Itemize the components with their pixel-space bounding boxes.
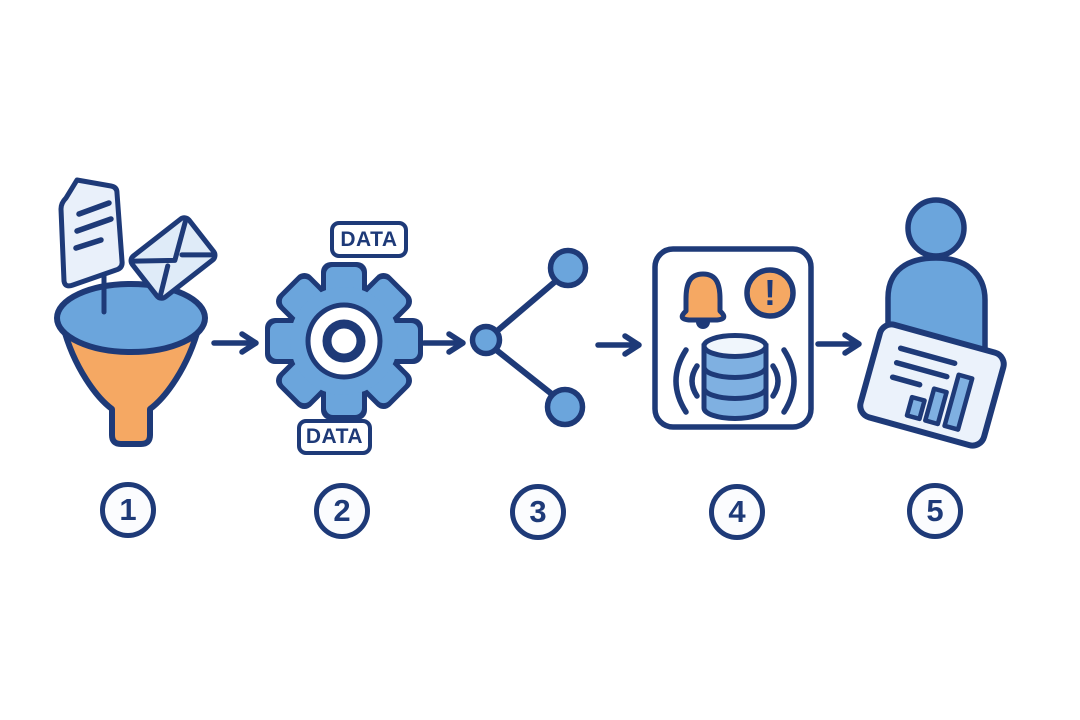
arrow-right-icon: [211, 331, 259, 355]
arrow-right-icon: [421, 331, 466, 355]
alert-icon: !: [744, 267, 796, 319]
bell-icon: [679, 271, 727, 329]
database-icon: [701, 333, 769, 421]
arrow-right-icon: [595, 333, 642, 357]
arrow-right-icon: [815, 332, 862, 356]
envelope-icon: [128, 215, 218, 301]
data-label-bottom: DATA: [297, 419, 372, 455]
step-number-1: 1: [100, 482, 156, 538]
gear-processing-icon: [265, 262, 423, 420]
funnel-top: [54, 281, 208, 355]
step-number-5: 5: [907, 483, 963, 539]
user-head: [905, 197, 967, 259]
signal-waves-icon: [673, 347, 797, 415]
branch-share-icon: [469, 247, 589, 428]
step-number-4: 4: [709, 484, 765, 540]
data-label-top: DATA: [330, 221, 408, 258]
bar-chart-icon: [904, 372, 975, 432]
exclamation-mark: !: [764, 272, 776, 313]
user-dashboard-icon: [857, 197, 1007, 449]
alerts-database-icon: !: [652, 246, 814, 430]
step-number-3: 3: [510, 484, 566, 540]
funnel-intake-icon: [54, 177, 218, 447]
document-icon: [58, 177, 125, 289]
dashboard-card: [857, 321, 1007, 449]
step-number-2: 2: [314, 483, 370, 539]
funnel-cone: [60, 323, 202, 447]
